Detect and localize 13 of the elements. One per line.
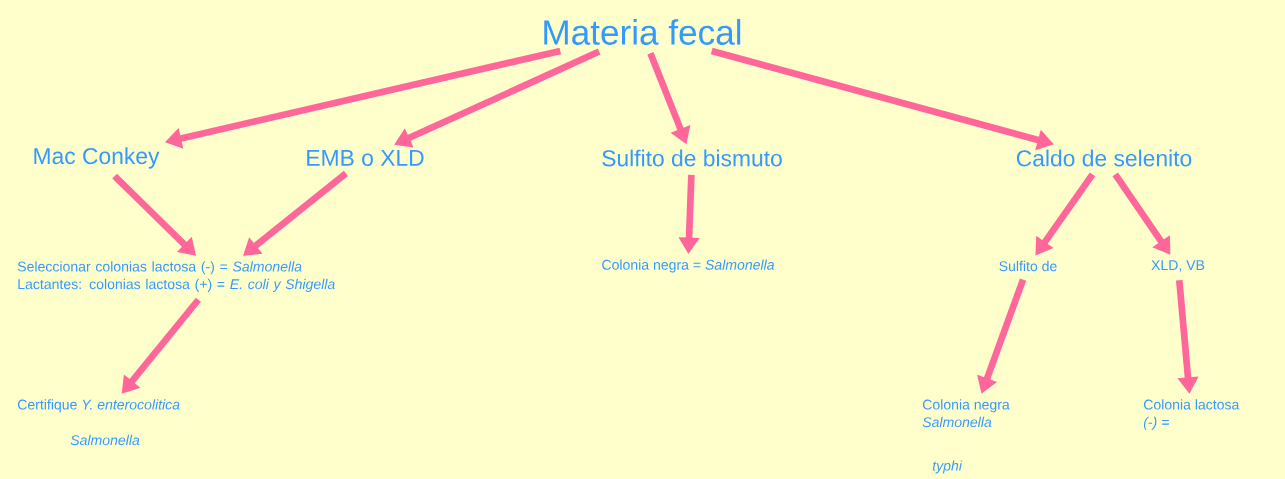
node-text: Sulfito de bismuto (602, 149, 782, 167)
node-text: Mac Conkey (34, 147, 160, 169)
node-text: Colonia lactosa (-) = (1143, 399, 1240, 430)
node-text: Caldo de selenito (1016, 149, 1192, 167)
node-text: Colonia negra = Salmonella (602, 259, 775, 273)
arrow (243, 170, 349, 256)
node-text: Certifique Y. enterocolitica Salmonella (17, 399, 180, 446)
node-text: Colonia negra Salmonella typhi (922, 399, 1010, 474)
node-text: EMB o XLD (307, 150, 424, 166)
node-text: XLD, VB (1151, 260, 1205, 272)
node-text: Sulfito de (999, 260, 1057, 272)
node-text: Materia fecal (544, 19, 741, 45)
node-text: Seleccionar colonias lactosa (-) = Salmonella Lactantes: colonias lactosa (+) = E. coli y Shigella (17, 261, 335, 292)
